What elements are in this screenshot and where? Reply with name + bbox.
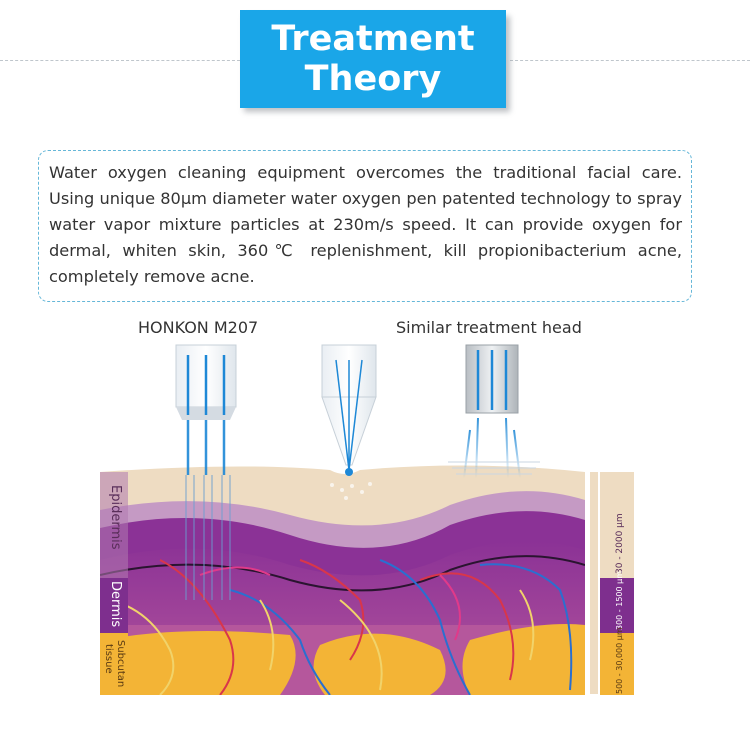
description-text: Water oxygen cleaning equipment overcome… [49, 163, 682, 286]
epidermis-tag [100, 472, 128, 578]
bubbles [330, 482, 372, 500]
measure-dermis-text: 300 - 1500 μm [615, 571, 624, 630]
page-title-line2: Theory [304, 59, 442, 99]
measure-subcutaneous-text: 500 - 30,000 μm [615, 627, 624, 694]
label-epidermis: Epidermis [108, 485, 123, 550]
cone-channels [335, 359, 363, 471]
fat-lobe-3 [462, 624, 585, 695]
subcutaneous-tag [100, 633, 128, 695]
grey-head-mist [448, 461, 540, 475]
measure-subcutaneous [600, 633, 634, 695]
cone-jet-point [345, 468, 353, 476]
measure-epidermis [600, 472, 634, 578]
fat-lobe-1 [105, 631, 296, 695]
page-title-line1: Treatment [271, 19, 475, 59]
similar-head-grey [448, 344, 540, 479]
strip-gap [590, 472, 598, 694]
label-subcutaneous-1: Subcutan [115, 640, 126, 687]
fat-lobe-2 [313, 633, 446, 695]
label-similar-head: Similar treatment head [396, 318, 582, 337]
blood-vessels [109, 559, 573, 695]
honkon-head [175, 344, 237, 600]
dermis-tag [100, 578, 128, 633]
measure-dermis [600, 578, 634, 633]
honkon-jets [186, 420, 226, 475]
measure-epidermis-text: 30 - 2000 μm [615, 513, 625, 574]
title-rule-left [0, 60, 240, 61]
similar-head-cone [321, 344, 377, 476]
title-rule-right [510, 60, 750, 61]
dermis-boundary-line [100, 555, 585, 592]
skin-cross-section [100, 465, 585, 695]
grey-head-channels [476, 350, 508, 410]
page-title: Treatment Theory [240, 10, 506, 108]
honkon-penetration [185, 475, 231, 600]
description-box: Water oxygen cleaning equipment overcome… [38, 150, 692, 302]
honkon-channels [186, 355, 226, 415]
label-dermis: Dermis [108, 581, 123, 627]
label-subcutaneous-2: tissue [103, 644, 114, 674]
label-honkon: HONKON M207 [138, 318, 259, 337]
skin-illustration: Epidermis Dermis Subcutan tissue 30 - 20… [100, 344, 634, 695]
